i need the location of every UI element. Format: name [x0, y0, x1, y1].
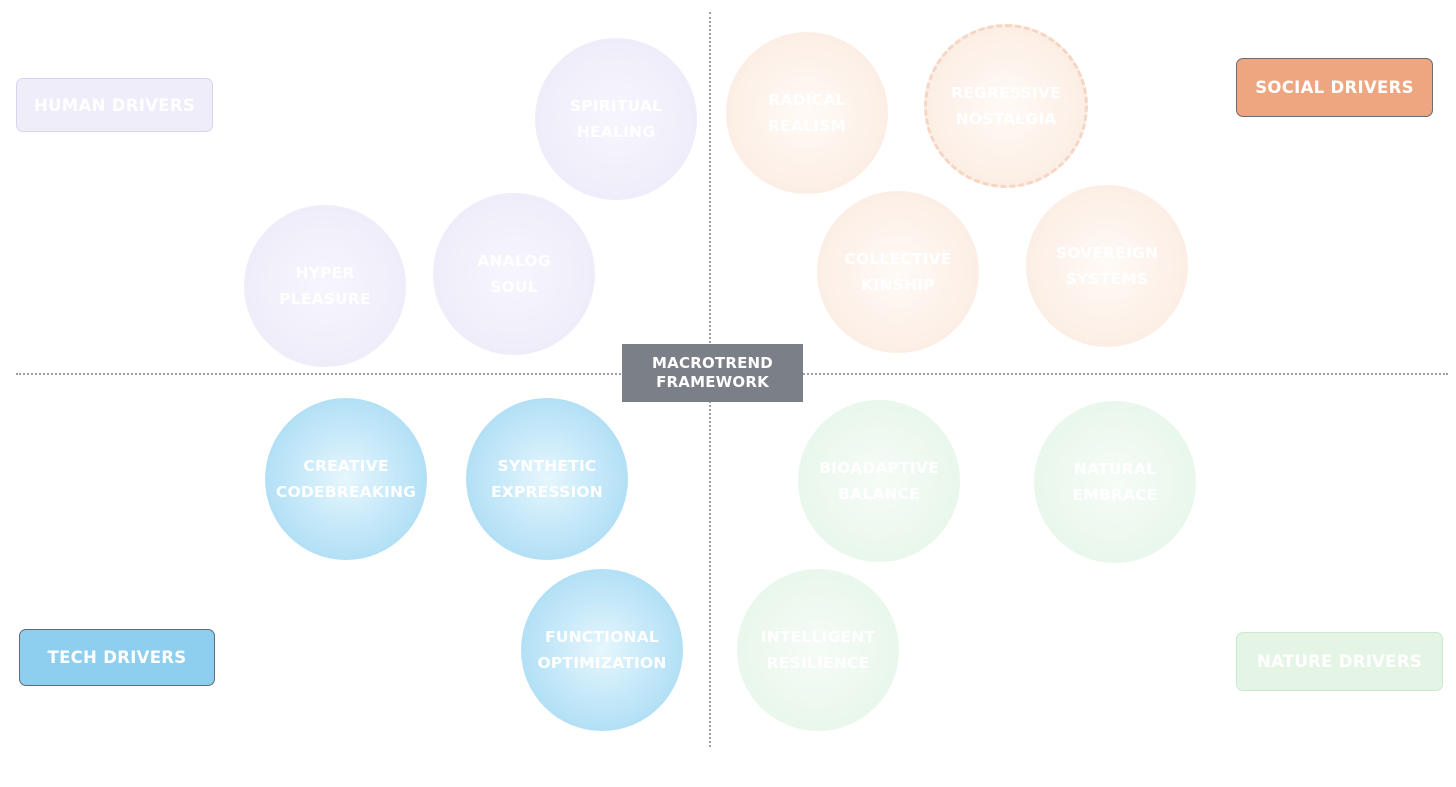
trend-label: INTELLIGENT RESILIENCE — [760, 628, 876, 672]
trend-label: CREATIVE CODEBREAKING — [275, 457, 417, 501]
trend-sovereign-systems[interactable]: SOVEREIGN SYSTEMS — [1026, 185, 1188, 347]
human-drivers-button[interactable]: HUMAN DRIVERS — [16, 78, 213, 132]
trend-label: SYNTHETIC EXPRESSION — [491, 457, 603, 501]
trend-label: ANALOG SOUL — [477, 252, 551, 296]
trend-label: FUNCTIONAL OPTIMIZATION — [537, 628, 667, 672]
trend-intelligent-resilience[interactable]: INTELLIGENT RESILIENCE — [737, 569, 899, 731]
social-drivers-button[interactable]: SOCIAL DRIVERS — [1236, 58, 1433, 117]
trend-label: COLLECTIVE KINSHIP — [844, 250, 952, 294]
trend-label: RADICAL REALISM — [767, 91, 847, 135]
tech-drivers-button[interactable]: TECH DRIVERS — [19, 629, 215, 686]
trend-radical-realism[interactable]: RADICAL REALISM — [726, 32, 888, 194]
trend-creative-codebreaking[interactable]: CREATIVE CODEBREAKING — [265, 398, 427, 560]
trend-functional-optimization[interactable]: FUNCTIONAL OPTIMIZATION — [521, 569, 683, 731]
trend-label: BIOADAPTIVE BALANCE — [819, 459, 939, 503]
trend-bioadaptive-balance[interactable]: BIOADAPTIVE BALANCE — [798, 400, 960, 562]
nature-drivers-button[interactable]: NATURE DRIVERS — [1236, 632, 1443, 691]
trend-natural-embrace[interactable]: NATURAL EMBRACE — [1034, 401, 1196, 563]
trend-regressive-nostalgia[interactable]: REGRESSIVE NOSTALGIA — [924, 24, 1088, 188]
macrotrend-framework-label: MACROTREND FRAMEWORK — [622, 344, 803, 402]
trend-hyper-pleasure[interactable]: HYPER PLEASURE — [244, 205, 406, 367]
trend-label: SPIRITUAL HEALING — [569, 97, 663, 141]
trend-label: SOVEREIGN SYSTEMS — [1055, 244, 1159, 288]
trend-spiritual-healing[interactable]: SPIRITUAL HEALING — [535, 38, 697, 200]
trend-analog-soul[interactable]: ANALOG SOUL — [433, 193, 595, 355]
trend-synthetic-expression[interactable]: SYNTHETIC EXPRESSION — [466, 398, 628, 560]
trend-label: REGRESSIVE NOSTALGIA — [951, 84, 1061, 128]
trend-label: HYPER PLEASURE — [279, 264, 371, 308]
trend-label: NATURAL EMBRACE — [1072, 460, 1158, 504]
trend-collective-kinship[interactable]: COLLECTIVE KINSHIP — [817, 191, 979, 353]
